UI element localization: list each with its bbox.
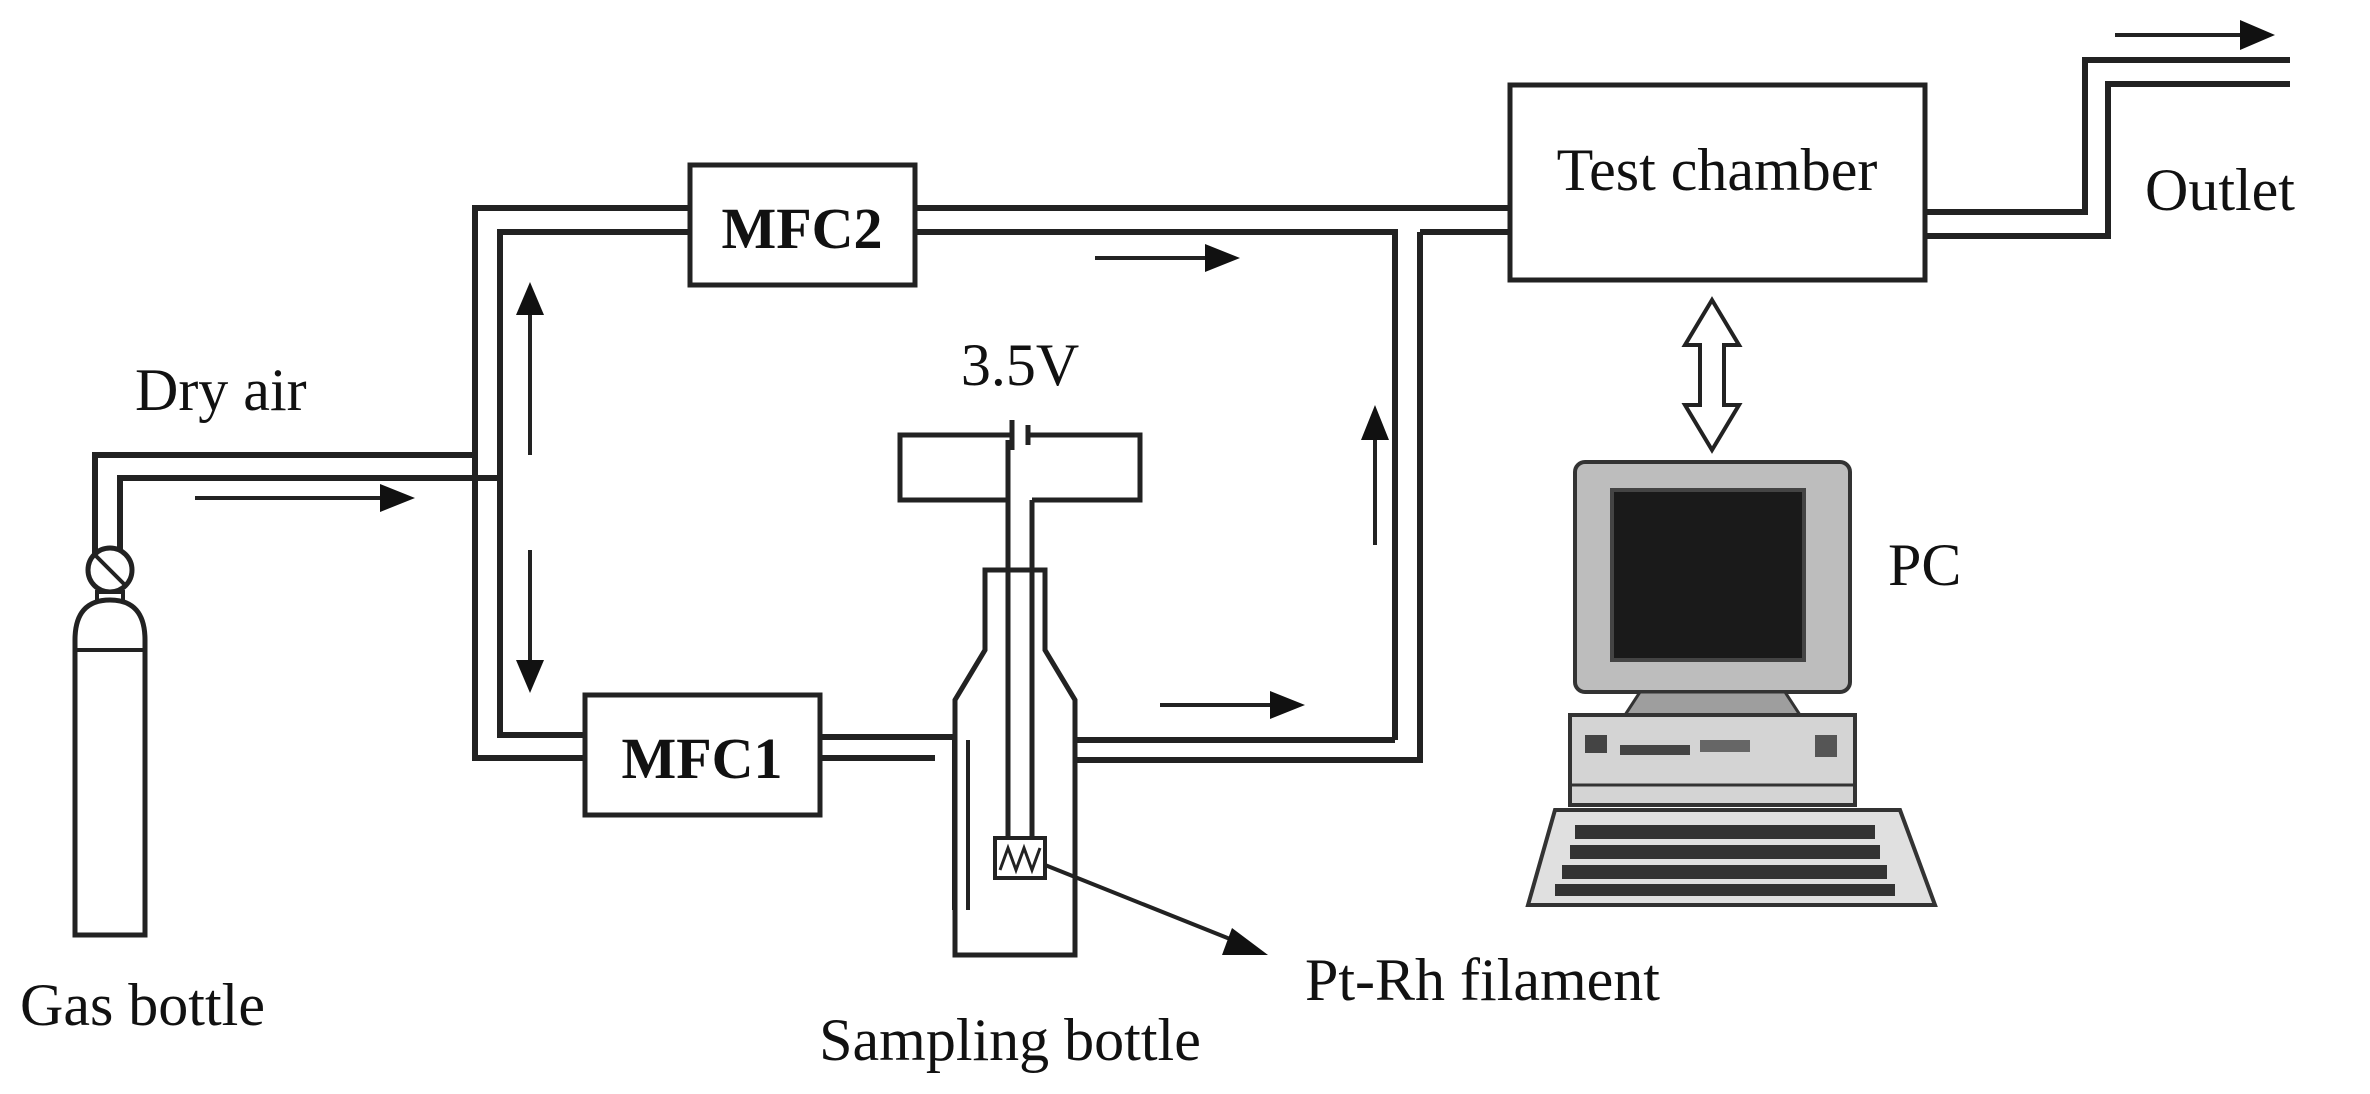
pc-label: PC — [1888, 532, 1961, 598]
dry-air-label: Dry air — [135, 357, 307, 423]
flow-arrow-dry-air — [195, 484, 415, 512]
pc-computer: PC — [1525, 460, 1961, 907]
mfc2-controller: MFC2 — [687, 162, 918, 288]
mfc1-label: MFC1 — [621, 726, 782, 791]
sampling-bottle: 3.5V Sampling bottle — [819, 332, 1201, 1073]
flow-arrow-top-right — [1095, 244, 1240, 272]
flow-arrow-left-down — [516, 550, 544, 693]
flow-arrow-bottom-right — [1160, 691, 1305, 719]
flow-arrow-right-up — [1361, 405, 1389, 545]
flow-arrow-left-up — [516, 282, 544, 455]
pipes — [92, 57, 2290, 910]
computer-case-icon — [1568, 713, 1857, 807]
data-link-arrow — [1681, 296, 1743, 454]
test-chamber-label: Test chamber — [1557, 137, 1878, 203]
gas-bottle-label: Gas bottle — [20, 972, 265, 1038]
sampling-bottle-label: Sampling bottle — [819, 1007, 1201, 1073]
outlet-label: Outlet — [2145, 157, 2295, 223]
filament-pointer: Pt-Rh filament — [1044, 863, 1660, 1013]
filament-label: Pt-Rh filament — [1305, 947, 1660, 1013]
gas-bottle: Gas bottle — [20, 545, 265, 1038]
voltage-label: 3.5V — [961, 332, 1079, 398]
flow-arrows — [195, 20, 2275, 719]
test-chamber: Test chamber — [1507, 82, 1928, 283]
flow-arrow-outlet — [2115, 20, 2275, 50]
mfc1-controller: MFC1 — [582, 692, 823, 818]
mfc2-label: MFC2 — [721, 196, 882, 261]
